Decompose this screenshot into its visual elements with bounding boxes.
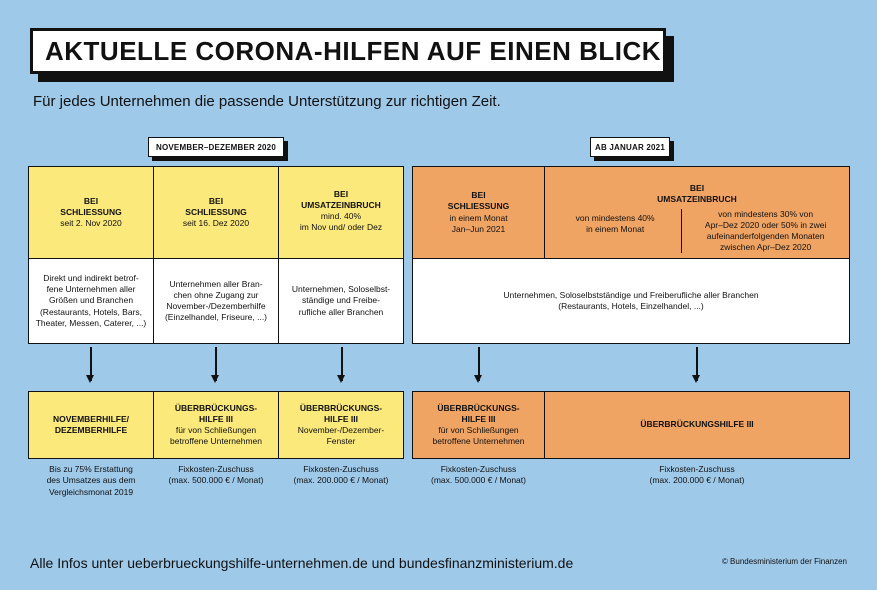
- page-title: AKTUELLE CORONA-HILFEN AUF EINEN BLICK: [30, 28, 666, 74]
- trigger-closure-2021: BEI SCHLIESSUNG in einem Monat Jan–Jun 2…: [412, 166, 545, 259]
- eligible-uebh-closure: Unternehmen aller Bran- chen ohne Zugang…: [153, 258, 279, 344]
- page-subtitle: Für jedes Unternehmen die passende Unter…: [33, 93, 501, 110]
- trigger-head: BEI SCHLIESSUNG: [447, 190, 510, 212]
- note-uebh-closure: Fixkosten-Zuschuss (max. 500.000 € / Mon…: [168, 464, 264, 486]
- trigger-text-option-a: von mindestens 40% in einem Monat: [575, 213, 655, 235]
- trigger-closure-dec: BEI SCHLIESSUNG seit 16. Dez 2020: [153, 166, 279, 259]
- note-uebh-2021: Fixkosten-Zuschuss (max. 200.000 € / Mon…: [649, 464, 745, 486]
- program-head: ÜBERBRÜCKUNGS- HILFE III: [299, 402, 383, 424]
- trigger-text: seit 2. Nov 2020: [60, 218, 122, 229]
- copyright: © Bundesministerium der Finanzen: [721, 557, 847, 566]
- eligible-text: Direkt und indirekt betrof- fene Unterne…: [35, 273, 147, 328]
- period-right-label: AB JANUAR 2021: [590, 137, 670, 157]
- program-text: November-/Dezember- Fenster: [297, 425, 385, 447]
- trigger-text: mind. 40% im Nov und/ oder Dez: [299, 211, 383, 233]
- arrow-down-icon: [693, 347, 699, 383]
- eligible-uebh-window: Unternehmen, Soloselbst- ständige und Fr…: [278, 258, 404, 344]
- program-head: ÜBERBRÜCKUNGSHILFE III: [640, 419, 754, 430]
- program-uebh-window: ÜBERBRÜCKUNGS- HILFE III November-/Dezem…: [278, 391, 404, 459]
- trigger-text-option-b: von mindestens 30% von Apr–Dez 2020 oder…: [681, 209, 845, 254]
- eligible-2021: Unternehmen, Soloselbstständige und Frei…: [412, 258, 850, 344]
- eligible-text: Unternehmen, Soloselbstständige und Frei…: [503, 289, 759, 311]
- arrow-down-icon: [212, 347, 218, 383]
- trigger-head: BEI SCHLIESSUNG: [60, 195, 122, 217]
- program-uebh-closure: ÜBERBRÜCKUNGS- HILFE III für von Schließ…: [153, 391, 279, 459]
- trigger-closure-nov: BEI SCHLIESSUNG seit 2. Nov 2020: [28, 166, 154, 259]
- trigger-text: in einem Monat Jan–Jun 2021: [449, 212, 508, 234]
- program-head: ÜBERBRÜCKUNGS- HILFE III: [437, 402, 520, 424]
- trigger-revenue-drop-2021: BEI UMSATZEINBRUCH von mindestens 40% in…: [544, 166, 850, 259]
- note-uebh-window: Fixkosten-Zuschuss (max. 200.000 € / Mon…: [293, 464, 389, 486]
- eligible-novemberhilfe: Direkt und indirekt betrof- fene Unterne…: [28, 258, 154, 344]
- program-text: für von Schließungen betroffene Unterneh…: [170, 425, 262, 447]
- arrow-down-icon: [338, 347, 344, 383]
- trigger-head: BEI UMSATZEINBRUCH: [657, 183, 737, 205]
- program-uebh-2021-closure: ÜBERBRÜCKUNGS- HILFE III für von Schließ…: [412, 391, 545, 459]
- program-uebh-2021: ÜBERBRÜCKUNGSHILFE III: [544, 391, 850, 459]
- program-head: ÜBERBRÜCKUNGS- HILFE III: [174, 402, 258, 424]
- period-left-label: NOVEMBER–DEZEMBER 2020: [148, 137, 284, 157]
- eligible-text: Unternehmen, Soloselbst- ständige und Fr…: [291, 284, 391, 317]
- eligible-text: Unternehmen aller Bran- chen ohne Zugang…: [164, 278, 268, 323]
- program-text: für von Schließungen betroffene Unterneh…: [432, 425, 525, 447]
- note-novemberhilfe: Bis zu 75% Erstattung des Umsatzes aus d…: [46, 464, 136, 497]
- arrow-down-icon: [87, 347, 93, 383]
- arrow-down-icon: [475, 347, 481, 383]
- note-uebh-2021-closure: Fixkosten-Zuschuss (max. 500.000 € / Mon…: [431, 464, 526, 486]
- footer-links-text: Alle Infos unter ueberbrueckungshilfe-un…: [30, 555, 574, 571]
- program-head: NOVEMBERHILFE/ DEZEMBERHILFE: [52, 413, 130, 435]
- trigger-head: BEI UMSATZEINBRUCH: [301, 189, 381, 211]
- program-novemberhilfe: NOVEMBERHILFE/ DEZEMBERHILFE: [28, 391, 154, 459]
- trigger-head: BEI SCHLIESSUNG: [185, 195, 247, 217]
- trigger-revenue-drop-2020: BEI UMSATZEINBRUCH mind. 40% im Nov und/…: [278, 166, 404, 259]
- trigger-text: seit 16. Dez 2020: [182, 218, 250, 229]
